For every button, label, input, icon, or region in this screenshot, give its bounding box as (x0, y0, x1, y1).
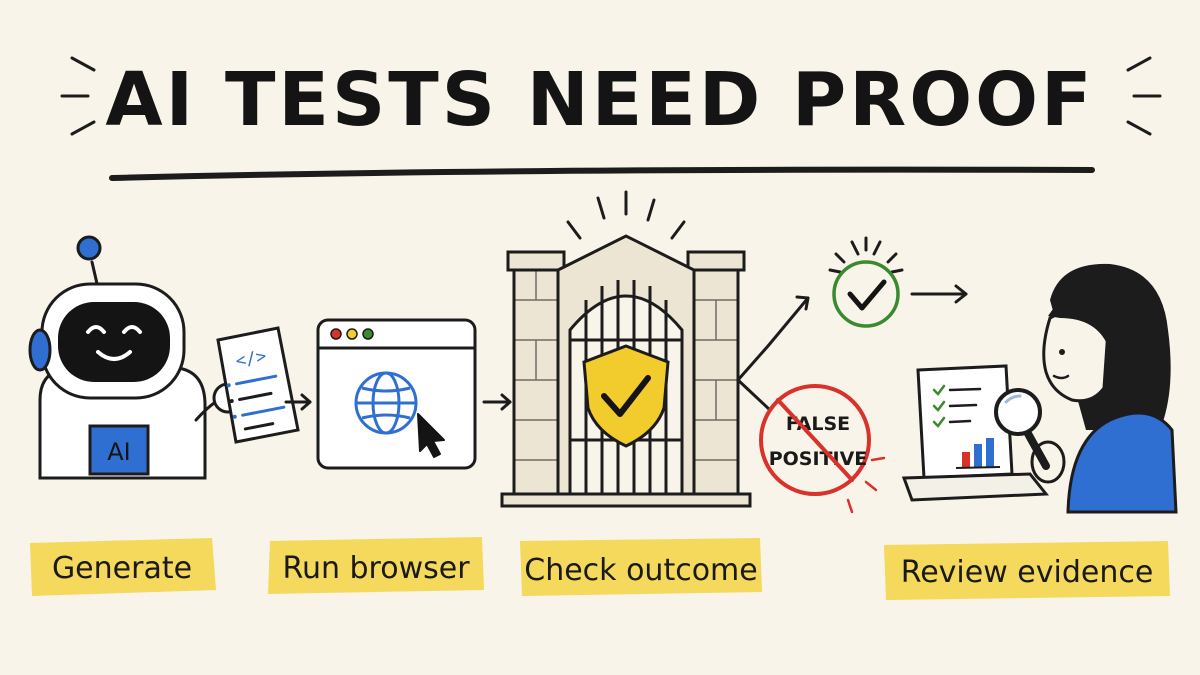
check-circle-icon (828, 236, 904, 328)
title-group: AI TESTS NEED PROOF (60, 56, 1162, 181)
page-title: AI TESTS NEED PROOF (105, 57, 1094, 143)
step-label-run-browser: Run browser (268, 537, 484, 594)
laptop-chart-icon (901, 364, 1050, 502)
robot-chest-label: AI (107, 438, 131, 466)
reviewer-person-icon (994, 263, 1178, 514)
shield-check-icon (582, 344, 670, 448)
arrow-pass-to-review (910, 284, 968, 304)
browser-window-icon (316, 318, 477, 470)
prohibited-icon: FALSE POSITIVE (759, 384, 886, 514)
robot-icon: AI (28, 235, 244, 480)
step-label-check-outcome: Check outcome (520, 538, 762, 596)
cursor-icon (417, 413, 445, 458)
arrow-generate-to-browser (284, 393, 312, 411)
step-label-review-evidence: Review evidence (884, 541, 1170, 600)
title-underline (109, 166, 1095, 181)
castle-gate-icon (500, 190, 752, 508)
title-spark-left-icon (60, 56, 96, 136)
step-label-text: Generate (52, 551, 192, 586)
step-label-generate: Generate (30, 538, 216, 596)
title-spark-right-icon (1126, 56, 1162, 136)
gate-spark-icon (566, 190, 686, 240)
globe-icon (354, 371, 418, 435)
arrow-browser-to-gate (482, 393, 512, 411)
step-label-text: Run browser (282, 551, 470, 586)
rejected-label-line2: POSITIVE (769, 448, 868, 470)
magnifying-glass-icon (994, 388, 1050, 470)
rejected-label-line1: FALSE (786, 413, 850, 435)
branch-arrows (736, 295, 810, 412)
step-label-text: Check outcome (524, 553, 757, 588)
step-label-text: Review evidence (901, 555, 1154, 590)
code-document-icon: </> (216, 326, 300, 444)
